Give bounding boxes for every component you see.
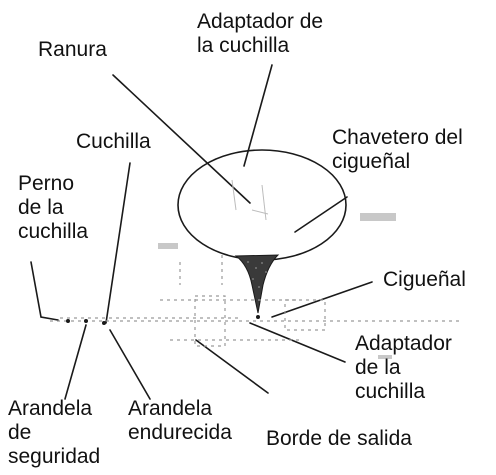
funnel-stipple (247, 261, 267, 288)
leader-perno (30, 261, 59, 321)
part-dots (66, 315, 260, 325)
inset-detail-faint (231, 179, 269, 221)
label-perno-de-la-cuchilla: Perno de la cuchilla (18, 172, 89, 243)
leader-chavetero (294, 196, 348, 233)
leader-ranura (112, 74, 251, 204)
label-cuchilla: Cuchilla (76, 130, 151, 153)
faint-marks (158, 213, 396, 359)
leader-adaptador-top (243, 64, 273, 167)
leader-borde-salida (195, 339, 269, 394)
label-adaptador-de-la-cuchilla-right: Adaptador de la cuchilla (355, 332, 452, 403)
label-cigueñal: Cigueñal (383, 268, 466, 291)
leader-arandela-endurecida (109, 329, 151, 400)
inset-connector-funnel (234, 254, 280, 314)
blade-assembly-faint (50, 255, 460, 347)
leader-adaptador-right (249, 322, 346, 363)
label-adaptador-de-la-cuchilla-top: Adaptador de la cuchilla (197, 10, 324, 57)
label-arandela-endurecida: Arandela endurecida (128, 397, 232, 444)
detail-inset-ellipse (177, 149, 347, 261)
leader-cuchilla (105, 162, 131, 324)
leader-arandela-seguridad (64, 324, 87, 400)
label-arandela-de-seguridad: Arandela de seguridad (8, 397, 101, 468)
label-borde-de-salida: Borde de salida (266, 427, 412, 450)
label-chavetero-del-cigueñal: Chavetero del cigueñal (332, 126, 463, 173)
label-ranura: Ranura (38, 38, 107, 61)
